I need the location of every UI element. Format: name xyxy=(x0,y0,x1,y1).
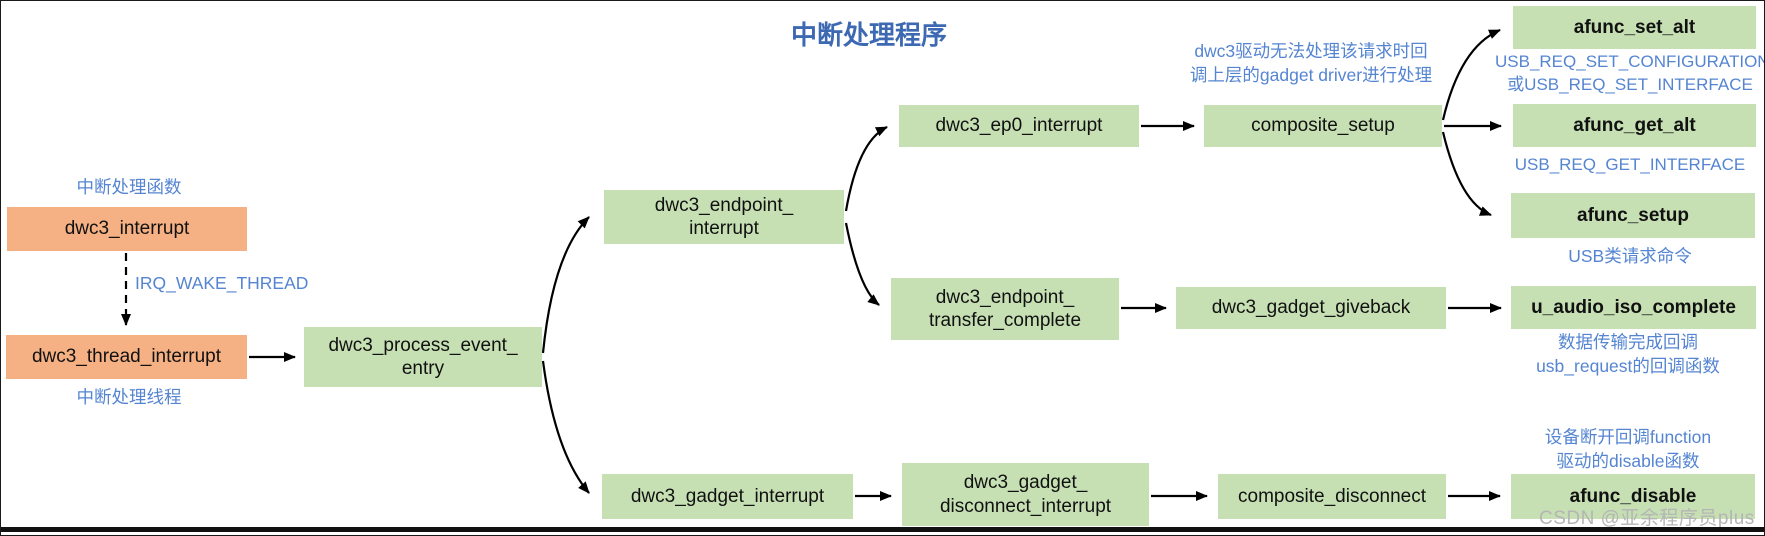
node-dwc3-ep0-interrupt: dwc3_ep0_interrupt xyxy=(899,105,1139,147)
page-title: 中断处理程序 xyxy=(790,20,947,50)
node-dwc3-gadget-giveback: dwc3_gadget_giveback xyxy=(1176,287,1446,329)
annotation-interrupt-handler-fn: 中断处理函数 xyxy=(76,177,182,197)
node-u-audio-iso-complete: u_audio_iso_complete xyxy=(1511,286,1756,329)
edge-endpoint-to-ep0 xyxy=(844,126,888,212)
node-dwc3-interrupt: dwc3_interrupt xyxy=(7,207,247,251)
node-dwc3-thread-interrupt: dwc3_thread_interrupt xyxy=(6,335,247,379)
annotation-irq-wake-thread: IRQ_WAKE_THREAD xyxy=(135,273,309,293)
node-dwc3-process-event-entry: dwc3_process_event_ entry xyxy=(304,327,542,387)
annotation-get-interface-note: USB_REQ_GET_INTERFACE xyxy=(1514,155,1746,174)
edge-setup-to-afunc-setup xyxy=(1441,131,1492,217)
annotation-disconnect-note: 设备断开回调function 驱动的disable函数 xyxy=(1544,427,1712,472)
node-dwc3-gadget-interrupt: dwc3_gadget_interrupt xyxy=(602,474,853,519)
annotation-interrupt-thread: 中断处理线程 xyxy=(76,387,182,407)
annotation-gadget-driver-note: dwc3驱动无法处理该请求时回 调上层的gadget driver进行处理 xyxy=(1189,41,1433,86)
node-composite-setup: composite_setup xyxy=(1204,105,1442,147)
edge-endpoint-to-transfer xyxy=(844,222,880,306)
node-afunc-set-alt: afunc_set_alt xyxy=(1513,6,1756,49)
annotation-data-complete-note: 数据传输完成回调 usb_request的回调函数 xyxy=(1536,332,1720,377)
node-afunc-disable: afunc_disable xyxy=(1511,474,1755,519)
node-afunc-setup: afunc_setup xyxy=(1511,193,1755,238)
node-dwc3-endpoint-transfer-complete: dwc3_endpoint_ transfer_complete xyxy=(891,278,1119,340)
annotation-set-config-note: USB_REQ_SET_CONFIGURATION 或USB_REQ_SET_I… xyxy=(1495,52,1765,95)
node-dwc3-endpoint-interrupt: dwc3_endpoint_ interrupt xyxy=(604,190,844,244)
bottom-border xyxy=(1,527,1764,532)
node-composite-disconnect: composite_disconnect xyxy=(1218,474,1446,519)
node-afunc-get-alt: afunc_get_alt xyxy=(1513,104,1756,147)
edge-process-to-endpoint xyxy=(541,216,590,354)
annotation-usb-class-note: USB类请求命令 xyxy=(1568,246,1692,266)
node-dwc3-gadget-disconnect-interrupt: dwc3_gadget_ disconnect_interrupt xyxy=(902,463,1149,526)
edge-process-to-gadget xyxy=(541,360,590,494)
csdn-watermark: CSDN @亚余程序员plus xyxy=(1539,508,1755,529)
